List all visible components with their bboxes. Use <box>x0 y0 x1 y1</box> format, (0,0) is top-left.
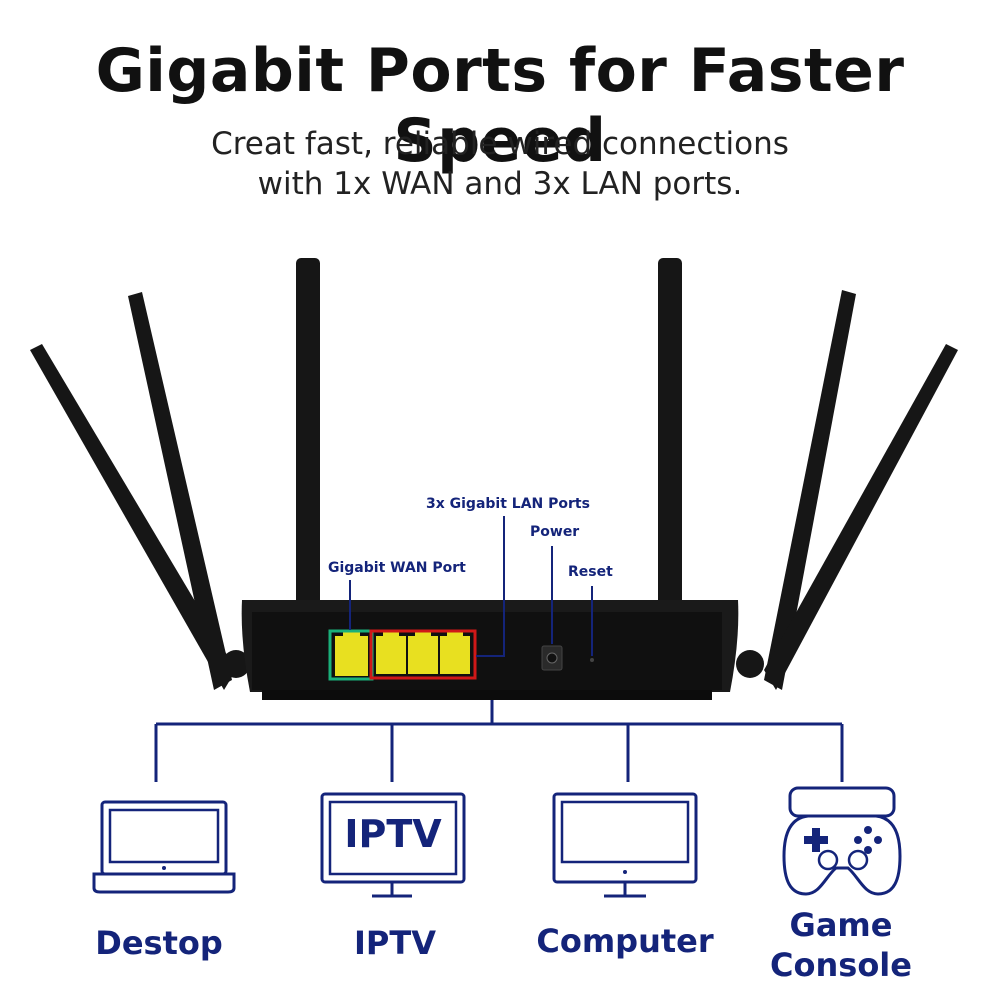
lan-port-1-notch <box>383 632 399 638</box>
wan-port <box>335 636 368 676</box>
device-label-iptv: IPTV <box>354 924 436 962</box>
callout-lines <box>349 516 593 657</box>
lan-ports-highlight <box>369 629 477 680</box>
lan-port-2 <box>408 636 438 674</box>
antenna-left-outer <box>30 344 236 690</box>
connection-tree <box>154 700 844 782</box>
antennas <box>30 258 958 690</box>
device-label-destop: Destop <box>95 924 223 962</box>
antenna-right-inner <box>764 290 856 690</box>
lan-port-3 <box>440 636 470 674</box>
subtitle-line-2: with 1x WAN and 3x LAN ports. <box>257 166 743 202</box>
device-label-game: Game <box>789 906 893 944</box>
lan-ports-label: 3x Gigabit LAN Ports <box>426 496 590 512</box>
device-label-console: Console <box>770 946 912 984</box>
reset-label: Reset <box>568 564 613 580</box>
tv-icon <box>320 792 466 898</box>
monitor-icon <box>552 792 698 898</box>
power-label: Power <box>530 524 580 540</box>
gamepad-icon <box>782 786 902 896</box>
antenna-left-inner <box>128 292 232 690</box>
hinge-right <box>736 650 764 678</box>
lan-callout-line <box>476 516 505 657</box>
laptop-icon <box>92 800 236 894</box>
router-base <box>262 690 712 700</box>
router-body <box>241 600 739 700</box>
lan-port-2-notch <box>415 632 431 638</box>
lan-port-3-notch <box>447 632 463 638</box>
reset-hole <box>590 658 594 662</box>
page-subtitle: Creat fast, reliable wired connections w… <box>0 124 1000 204</box>
page-title: Gigabit Ports for Faster Speed <box>95 36 905 176</box>
wan-port-notch <box>343 632 360 638</box>
power-socket-hole <box>546 652 558 664</box>
router-back-panel <box>252 612 722 690</box>
antenna-center-left <box>296 258 320 668</box>
subtitle-line-1: Creat fast, reliable wired connections <box>211 126 789 162</box>
antenna-center-right <box>658 258 682 668</box>
lan-port-1 <box>376 636 406 674</box>
antenna-right-outer <box>764 344 958 690</box>
device-label-computer: Computer <box>536 922 714 960</box>
hinge-left <box>222 650 250 678</box>
iptv-screen-text: IPTV <box>344 812 442 856</box>
wan-port-label: Gigabit WAN Port <box>328 560 466 576</box>
